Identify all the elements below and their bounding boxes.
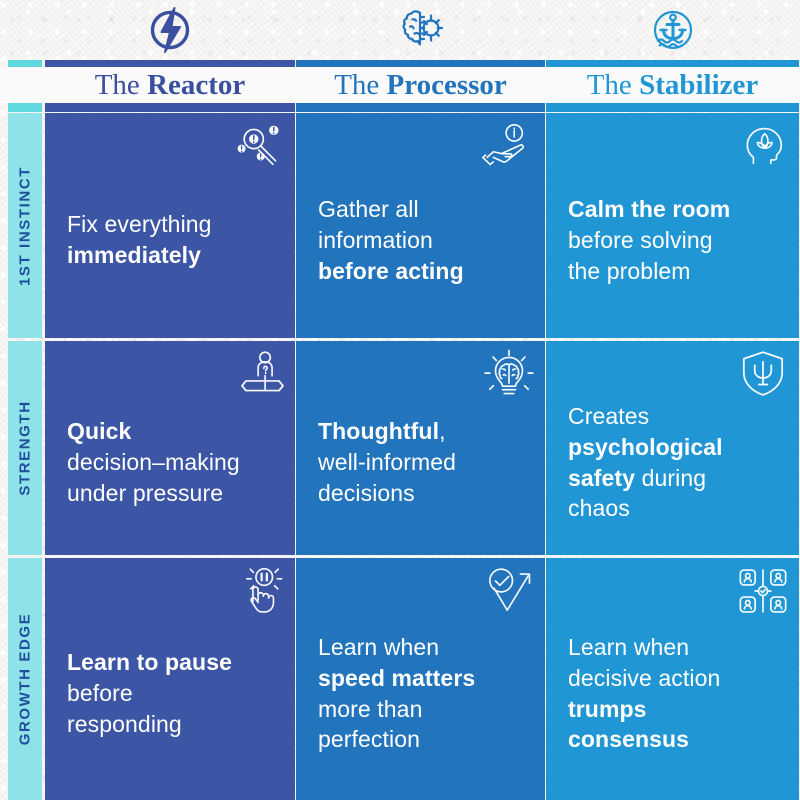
header-accent-bar-left-top — [8, 60, 42, 69]
finger-pause-button-icon — [232, 566, 286, 616]
row-label-strength: STRENGTH — [8, 341, 42, 555]
people-network-check-icon — [736, 566, 790, 616]
lightning-bolt-circle-icon — [144, 4, 196, 56]
header-accent-bar-top-reactor — [45, 60, 295, 69]
brain-gear-icon — [395, 4, 447, 56]
header-accent-bar-top-processor — [296, 60, 545, 69]
hand-info-icon — [482, 121, 536, 171]
header-accent-bar-left-bottom — [8, 103, 42, 112]
row-label-text-growth: GROWTH EDGE — [16, 612, 34, 746]
column-title-stabilizer: The Stabilizer — [546, 67, 799, 103]
header-accent-bar-bottom-reactor — [45, 103, 295, 112]
person-crossroads-question-icon — [232, 349, 286, 399]
column-title-prefix-processor: The — [334, 69, 387, 101]
lotus-head-icon — [736, 121, 790, 171]
column-title-prefix-stabilizer: The — [586, 69, 640, 101]
shield-psi-icon — [736, 349, 790, 399]
header-title-strip — [0, 67, 800, 103]
column-title-main-processor: Processor — [386, 69, 507, 101]
column-title-prefix-reactor: The — [94, 69, 148, 101]
lightbulb-brain-icon — [482, 349, 536, 399]
row-label-text-instinct: 1ST INSTINCT — [16, 165, 34, 286]
header-icon-row — [0, 0, 800, 58]
row-label-text-strength: STRENGTH — [16, 400, 34, 496]
check-arrow-up-icon — [482, 566, 536, 616]
column-title-reactor: The Reactor — [45, 67, 295, 103]
column-title-main-stabilizer: Stabilizer — [639, 69, 759, 101]
magnifier-alerts-icon — [232, 121, 286, 171]
row-label-instinct: 1ST INSTINCT — [8, 113, 42, 338]
header-accent-bar-bottom-processor — [296, 103, 545, 112]
anchor-waves-circle-icon — [647, 4, 699, 56]
column-title-main-reactor: Reactor — [147, 69, 246, 101]
header-accent-bar-bottom-stabilizer — [546, 103, 799, 112]
header-accent-bar-top-stabilizer — [546, 60, 799, 69]
row-label-growth: GROWTH EDGE — [8, 558, 42, 800]
column-title-processor: The Processor — [296, 67, 545, 103]
